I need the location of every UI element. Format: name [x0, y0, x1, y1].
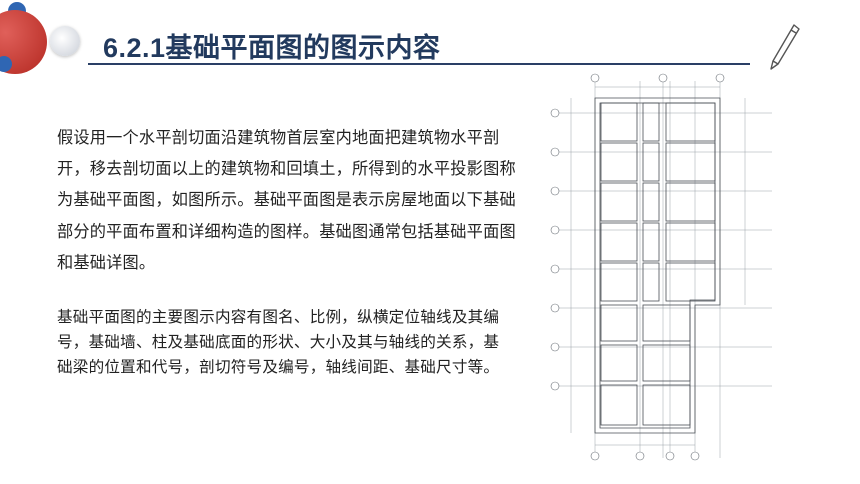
plan-axis-bubble — [550, 225, 560, 235]
decor-circle-blue-small — [0, 56, 12, 72]
plan-axis-bubble — [635, 451, 645, 461]
content-paragraph: 基础平面图的主要图示内容有图名、比例，纵横定位轴线及其编号，基础墙、柱及基础底面… — [57, 308, 500, 377]
plan-axis-bubble — [658, 73, 668, 83]
plan-room — [600, 384, 638, 426]
plan-room — [665, 262, 716, 302]
plan-axis-bubble — [715, 73, 725, 83]
plan-outer-wall — [594, 97, 721, 434]
intro-paragraph: 假设用一个水平剖切面沿建筑物首层室内地面把建筑物水平剖开，移去剖切面以上的建筑物… — [57, 128, 516, 272]
plan-axis-bubble — [550, 264, 560, 274]
plan-room — [642, 222, 660, 262]
plan-room — [600, 142, 638, 182]
title-underline — [88, 63, 750, 65]
plan-room — [642, 102, 660, 142]
plan-room — [665, 222, 716, 262]
plan-axis-bubble — [550, 147, 560, 157]
plan-room — [642, 384, 691, 426]
plan-axis-bubble — [665, 451, 675, 461]
plan-room — [642, 182, 660, 222]
plan-room — [600, 344, 638, 382]
plan-axis-bubble — [550, 303, 560, 313]
plan-axis-bubble — [550, 186, 560, 196]
plan-room — [642, 142, 660, 182]
plan-axis-bubble — [550, 381, 560, 391]
page-title: 6.2.1基础平面图的图示内容 — [103, 33, 441, 63]
decor-circle-grey — [50, 26, 80, 56]
plan-axis-bubble — [590, 73, 600, 83]
plan-room — [642, 344, 691, 382]
plan-room — [642, 262, 660, 302]
plan-axis-bubble — [550, 342, 560, 352]
plan-room — [600, 102, 638, 142]
plan-room — [600, 182, 638, 222]
pencil-icon — [770, 24, 800, 70]
foundation-plan-drawing — [545, 73, 780, 464]
plan-room — [642, 304, 691, 342]
plan-room — [600, 262, 638, 302]
plan-room — [665, 182, 716, 222]
plan-room — [665, 142, 716, 182]
plan-room — [600, 304, 638, 342]
plan-axis-bubble — [590, 451, 600, 461]
plan-axis-bubble — [550, 108, 560, 118]
plan-axis-bubble — [690, 451, 700, 461]
plan-room — [600, 222, 638, 262]
plan-room — [665, 102, 716, 142]
